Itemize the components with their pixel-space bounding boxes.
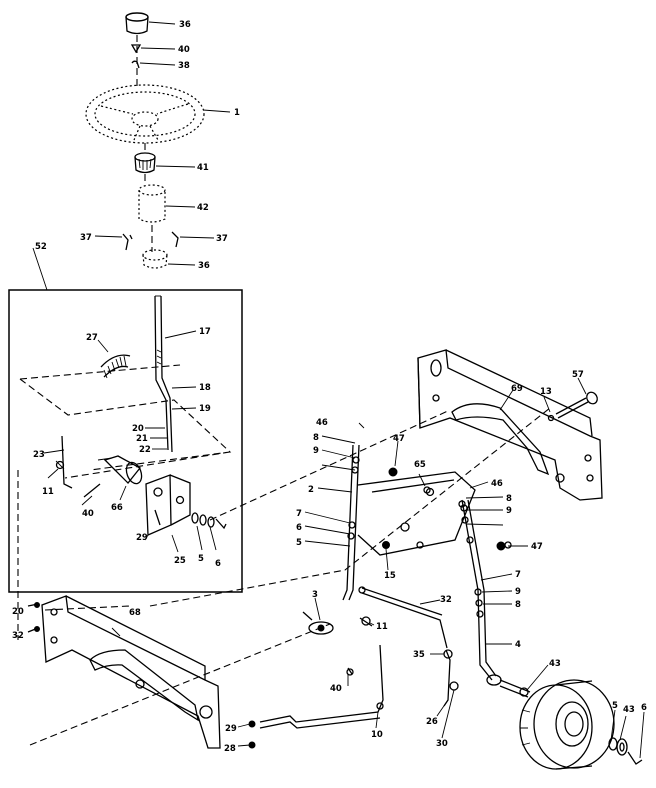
callout-43: 43 xyxy=(549,659,561,669)
left-frame-plate xyxy=(41,595,221,749)
callout-labels: 36 40 38 1 41 42 37 37 36 52 17 27 18 19… xyxy=(12,20,647,754)
callout-22: 22 xyxy=(139,445,151,455)
left-bracket xyxy=(43,435,101,506)
callout-2: 2 xyxy=(308,485,314,495)
callout-32-left: 32 xyxy=(12,631,24,641)
callout-29: 29 xyxy=(136,533,148,543)
callout-21: 21 xyxy=(136,434,148,444)
callout-68: 68 xyxy=(129,608,141,618)
callout-38: 38 xyxy=(178,61,190,71)
callout-29-lower: 29 xyxy=(225,724,237,734)
support-plate xyxy=(144,474,191,553)
steering-column-parts xyxy=(85,12,231,269)
callout-40-bolt: 40 xyxy=(82,509,94,519)
callout-37-left: 37 xyxy=(80,233,92,243)
steering-nut xyxy=(131,35,176,88)
column-sleeve xyxy=(138,184,196,252)
callout-6: 6 xyxy=(215,559,221,569)
leader-lines xyxy=(237,422,645,759)
callout-36-bushing: 36 xyxy=(198,261,210,271)
callout-20: 20 xyxy=(132,424,144,434)
callout-35: 35 xyxy=(413,650,425,660)
callout-30: 30 xyxy=(436,739,448,749)
callout-5-mid: 5 xyxy=(296,538,302,548)
steering-wheel xyxy=(85,84,231,150)
callout-47-right: 47 xyxy=(531,542,543,552)
pins-37 xyxy=(94,231,215,251)
callout-8-lower: 8 xyxy=(515,600,521,610)
callout-9: 9 xyxy=(313,446,319,456)
callout-5: 5 xyxy=(198,554,204,564)
steering-shaft xyxy=(145,295,197,453)
steering-gear-inset xyxy=(8,247,243,593)
callout-26: 26 xyxy=(426,717,438,727)
callout-23: 23 xyxy=(33,450,45,460)
callout-9-lower: 9 xyxy=(515,587,521,597)
callout-13: 13 xyxy=(540,387,552,397)
callout-42: 42 xyxy=(197,203,209,213)
callout-69: 69 xyxy=(511,384,523,394)
retainer-clip xyxy=(130,44,176,54)
callout-28: 28 xyxy=(224,744,236,754)
callout-27: 27 xyxy=(86,333,98,343)
callout-3: 3 xyxy=(312,590,318,600)
column-bushing xyxy=(142,249,196,269)
callout-52: 52 xyxy=(35,242,47,252)
callout-11: 11 xyxy=(42,487,54,497)
washers-and-pin xyxy=(191,512,227,551)
callout-37-right: 37 xyxy=(216,234,228,244)
callout-46: 46 xyxy=(316,418,328,428)
callout-6-mid: 6 xyxy=(296,523,302,533)
steering-cap xyxy=(125,12,176,35)
callout-65: 65 xyxy=(414,460,426,470)
callout-47: 47 xyxy=(393,434,405,444)
callout-8-right: 8 xyxy=(506,494,512,504)
callout-40-arm: 40 xyxy=(330,684,342,694)
callout-32-link: 32 xyxy=(440,595,452,605)
callout-57: 57 xyxy=(572,370,584,380)
callout-7: 7 xyxy=(296,509,302,519)
lower-link xyxy=(443,649,459,707)
callout-19: 19 xyxy=(199,404,211,414)
callout-4: 4 xyxy=(515,640,521,650)
axle-assembly xyxy=(342,444,531,698)
callout-9-right: 9 xyxy=(506,506,512,516)
pivot-bushing xyxy=(97,455,143,501)
callout-66: 66 xyxy=(111,503,123,513)
callout-46-right: 46 xyxy=(491,479,503,489)
steering-arm xyxy=(302,611,373,676)
drag-link xyxy=(358,586,448,649)
right-frame-plate xyxy=(417,349,603,501)
callout-43-wheel: 43 xyxy=(623,705,635,715)
callout-15: 15 xyxy=(384,571,396,581)
callout-11-arm: 11 xyxy=(376,622,388,632)
front-wheel xyxy=(519,679,643,770)
tie-rod xyxy=(248,644,384,749)
left-frame-bolts xyxy=(27,602,40,633)
callout-1: 1 xyxy=(234,108,240,118)
callout-36: 36 xyxy=(179,20,191,30)
callout-17: 17 xyxy=(199,327,211,337)
callout-10: 10 xyxy=(371,730,383,740)
callout-6-wheel: 6 xyxy=(641,703,647,713)
callout-25: 25 xyxy=(174,556,186,566)
callout-5-wheel: 5 xyxy=(612,701,618,711)
sector-gear xyxy=(97,339,131,379)
callout-20-left: 20 xyxy=(12,607,24,617)
callout-8: 8 xyxy=(313,433,319,443)
callout-7-right: 7 xyxy=(515,570,521,580)
frame-bolt xyxy=(543,377,598,422)
callout-18: 18 xyxy=(199,383,211,393)
steering-adapter xyxy=(134,152,196,185)
callout-41: 41 xyxy=(197,163,209,173)
callout-40: 40 xyxy=(178,45,190,55)
